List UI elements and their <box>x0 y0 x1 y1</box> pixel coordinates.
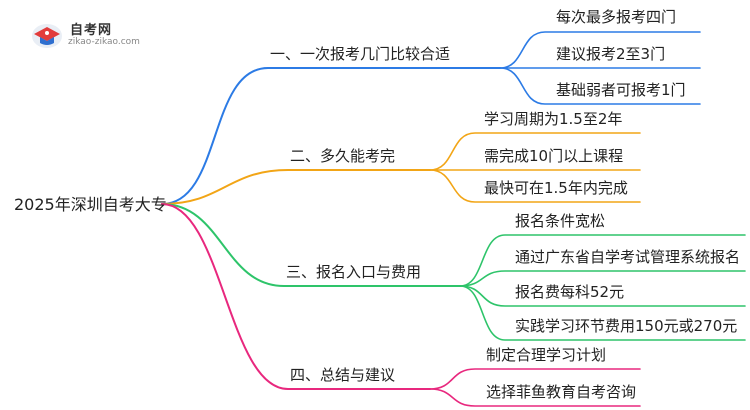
branch-1-item-1: 每次最多报考四门 <box>556 8 677 26</box>
logo-name: 自考网 <box>70 23 113 38</box>
branch-4-item-1: 制定合理学习计划 <box>486 346 607 364</box>
branch-2-connector <box>161 169 431 205</box>
branch-1-item-2: 建议报考2至3门 <box>556 45 666 63</box>
branch-4-item-2: 选择菲鱼教育自考咨询 <box>486 383 637 401</box>
branch-4-item-1-connector <box>429 368 641 390</box>
site-logo: 自考网 zikao-zikao.com <box>30 20 160 50</box>
branch-2-item-1: 学习周期为1.5至2年 <box>484 110 623 128</box>
branch-3-item-3-connector <box>459 285 746 307</box>
branch-3-item-2-connector <box>459 270 746 287</box>
branch-4-connector <box>161 203 431 390</box>
branch-3-item-4: 实践学习环节费用150元或270元 <box>515 317 738 335</box>
root-node: 2025年深圳自考大专 <box>14 195 167 214</box>
branch-3-item-1: 报名条件宽松 <box>515 212 606 230</box>
branch-3-item-2: 通过广东省自学考试管理系统报名 <box>515 248 741 266</box>
branch-4-item-2-connector <box>429 388 641 407</box>
branch-3-item-4-connector <box>459 285 746 341</box>
graduation-cap-icon <box>32 24 62 48</box>
branch-2-item-2: 需完成10门以上课程 <box>484 147 624 165</box>
branch-1-item-3-connector <box>499 67 701 105</box>
branch-1-item-1-connector <box>499 31 701 69</box>
branch-2-item-1-connector <box>429 132 641 171</box>
branch-2-label: 二、多久能考完 <box>290 147 396 165</box>
branch-1-label: 一、一次报考几门比较合适 <box>270 45 451 63</box>
logo-url: zikao-zikao.com <box>68 37 140 47</box>
branch-3-label: 三、报名入口与费用 <box>286 263 422 281</box>
branch-1-connector <box>161 67 501 205</box>
branch-1-item-3: 基础弱者可报考1门 <box>556 81 686 99</box>
branch-3-item-3: 报名费每科52元 <box>515 283 625 301</box>
branch-3-item-1-connector <box>459 234 746 287</box>
branch-2-item-3-connector <box>429 169 641 203</box>
branch-4-label: 四、总结与建议 <box>290 366 396 384</box>
branch-3-connector <box>161 203 461 287</box>
branch-2-item-3: 最快可在1.5年内完成 <box>484 179 628 197</box>
